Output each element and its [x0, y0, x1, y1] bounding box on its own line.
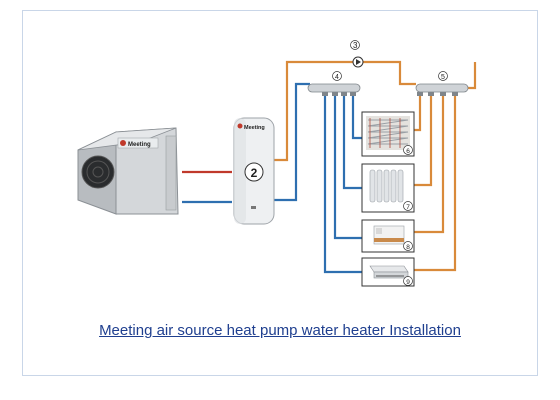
- floor-heating-panel: 6: [361, 111, 415, 157]
- floor-heating-number: 6: [406, 148, 410, 155]
- pump-number: 3: [353, 41, 358, 50]
- branch-fancoil-orange: [414, 94, 445, 234]
- tank-cold-return-pipe: [274, 82, 310, 202]
- fan-coil-number: 8: [406, 244, 410, 251]
- manifold-link-pipe: [467, 62, 477, 90]
- pipes: [182, 60, 477, 274]
- manifold-right: 5: [415, 71, 469, 96]
- branch-radiator-blue: [342, 94, 362, 190]
- tank-number-badge: [244, 162, 264, 182]
- brand-logo-icon: [120, 140, 126, 146]
- tank-logo-icon: [237, 123, 243, 129]
- manifold-right-number: 5: [441, 74, 445, 81]
- heat-pump-unit: Meeting: [77, 127, 179, 215]
- branch-floor-orange: [414, 94, 422, 132]
- radiator-panel: 7: [361, 163, 415, 213]
- branch-floor-blue: [351, 94, 362, 140]
- branch-duct-blue: [323, 94, 362, 274]
- circulation-pump: 3: [350, 40, 364, 68]
- heatpump-brand-label: Meeting: [128, 142, 151, 148]
- manifold-left: 4: [307, 71, 361, 96]
- branch-radiator-orange: [414, 94, 433, 187]
- tank-hot-out-pipe: [274, 60, 416, 162]
- water-tank: Meeting 2: [233, 117, 275, 225]
- branch-fancoil-blue: [333, 94, 362, 240]
- manifold-left-number: 4: [335, 74, 339, 81]
- duct-unit-number: 9: [406, 279, 410, 286]
- diagram-caption: Meeting air source heat pump water heate…: [99, 322, 461, 339]
- tank-brand-label: Meeting: [244, 125, 265, 131]
- tank-number: 2: [251, 166, 258, 180]
- radiator-number: 7: [406, 204, 410, 211]
- duct-unit-panel: 9: [361, 257, 415, 287]
- branch-duct-orange: [414, 94, 457, 272]
- fan-coil-panel: 8: [361, 219, 415, 253]
